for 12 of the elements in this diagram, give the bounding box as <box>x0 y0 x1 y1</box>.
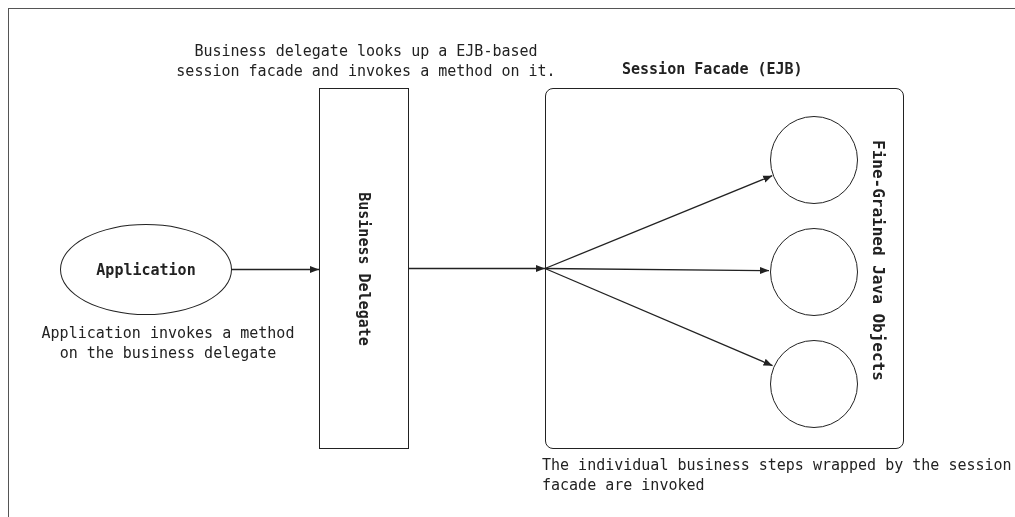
arrow <box>408 264 546 273</box>
group-title: Session Facade (EJB) <box>622 59 803 79</box>
caption-note: The individual business steps wrapped by the session facade are invoked <box>542 455 1013 495</box>
caption-note: Business delegate looks up a EJB-based session facade and invokes a method on it. <box>176 41 556 81</box>
caption-note: Application invokes a method on the business delegate <box>40 323 296 363</box>
arrow <box>544 267 774 367</box>
node-label: Application <box>96 259 196 280</box>
vertical-label: Fine-Grained Java Objects <box>868 140 888 381</box>
arrow <box>544 175 773 270</box>
arrow <box>231 265 320 274</box>
arrow <box>544 266 770 275</box>
node-label: Business Delegate <box>354 191 374 346</box>
